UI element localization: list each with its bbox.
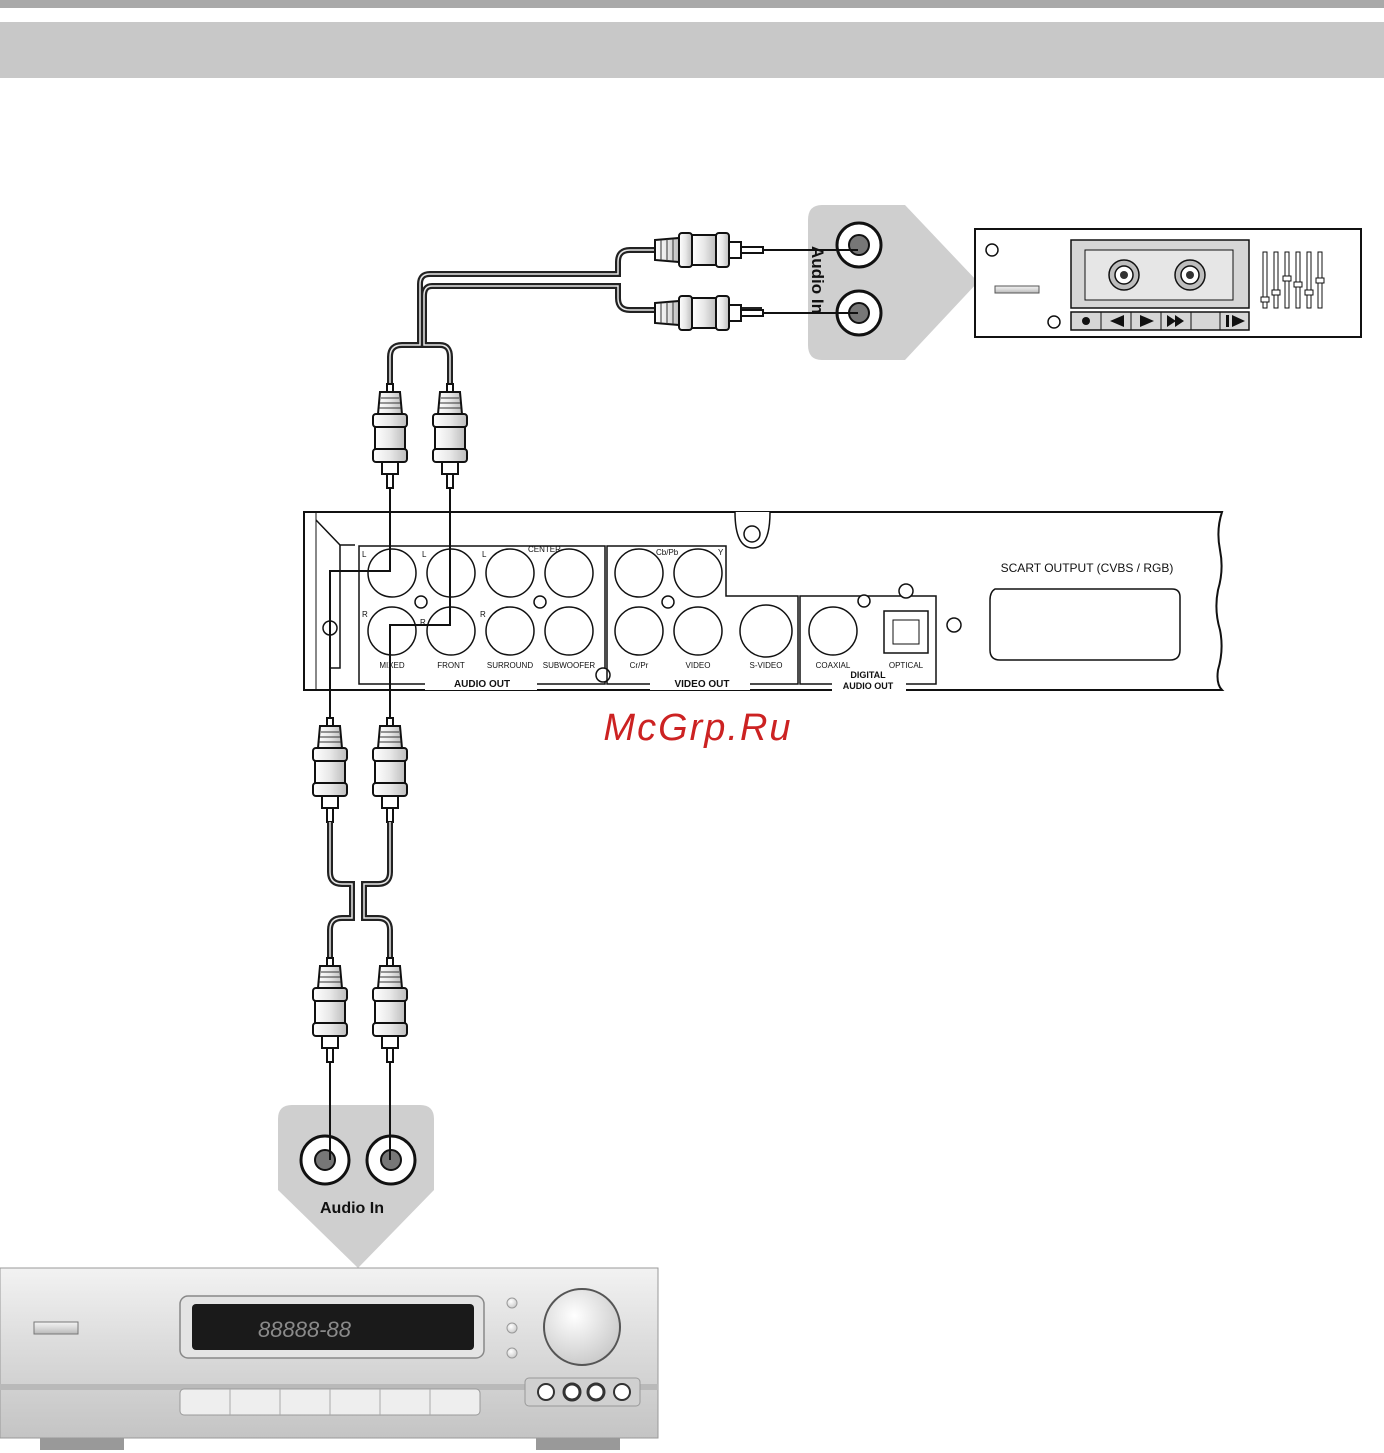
audio-out-side-label: R bbox=[480, 610, 486, 619]
receiver-input-callout: Audio In bbox=[278, 1105, 434, 1268]
audio-out-top-label: L bbox=[422, 550, 427, 559]
digital-out-group-label: DIGITAL bbox=[850, 670, 886, 680]
rca-plug-icon bbox=[313, 958, 347, 1062]
rca-plug-icon bbox=[655, 233, 763, 267]
header-top-line bbox=[0, 0, 1384, 8]
audio-jack-label: SURROUND bbox=[487, 661, 533, 670]
digital-jack-label: OPTICAL bbox=[889, 661, 924, 670]
video-jack-label: Cr/Pr bbox=[630, 661, 649, 670]
rca-jack-icon bbox=[837, 223, 881, 267]
cassette-deck-icon bbox=[975, 229, 1361, 337]
lower-audio-cable bbox=[330, 822, 390, 960]
video-out-group-label: VIDEO OUT bbox=[674, 679, 729, 690]
audio-jack-label: MIXED bbox=[379, 661, 405, 670]
rca-jack-icon bbox=[301, 1136, 349, 1184]
rca-plug-icon bbox=[655, 296, 763, 330]
player-back-panel: L L L CENTER R R R MIXED FRONT SURROUND … bbox=[304, 512, 1222, 691]
receiver-audio-in-label: Audio In bbox=[320, 1200, 384, 1217]
record-icon bbox=[1082, 317, 1090, 325]
receiver-display: 88888-88 bbox=[258, 1317, 352, 1342]
audio-out-top-label: L bbox=[482, 550, 487, 559]
video-jack-label: VIDEO bbox=[686, 661, 711, 670]
watermark: McGrp.Ru bbox=[603, 707, 792, 749]
audio-out-group-label: AUDIO OUT bbox=[454, 679, 510, 690]
rca-plug-icon bbox=[373, 718, 407, 822]
digital-out-group-label: AUDIO OUT bbox=[843, 681, 894, 691]
scart-label: SCART OUTPUT (CVBS / RGB) bbox=[1001, 561, 1174, 575]
rca-plug-icon bbox=[313, 718, 347, 822]
audio-jack-label: FRONT bbox=[437, 661, 465, 670]
rca-plug-icon bbox=[433, 384, 467, 488]
video-out-top-label: Cb/Pb bbox=[656, 548, 679, 557]
digital-jack-label: COAXIAL bbox=[816, 661, 851, 670]
rca-plug-icon bbox=[373, 384, 407, 488]
audio-jack-label: SUBWOOFER bbox=[543, 661, 596, 670]
video-out-top-label: Y bbox=[718, 548, 724, 557]
recorder-input-callout: Audio In bbox=[808, 205, 978, 360]
audio-out-side-label: R bbox=[362, 610, 368, 619]
recorder-audio-in-label: Audio In bbox=[808, 246, 827, 314]
video-jack-label: S-VIDEO bbox=[750, 661, 783, 670]
header-band bbox=[0, 22, 1384, 78]
rca-plug-icon bbox=[373, 958, 407, 1062]
audio-out-top-label: L bbox=[362, 550, 367, 559]
av-receiver-icon: 88888-88 bbox=[0, 1268, 658, 1450]
